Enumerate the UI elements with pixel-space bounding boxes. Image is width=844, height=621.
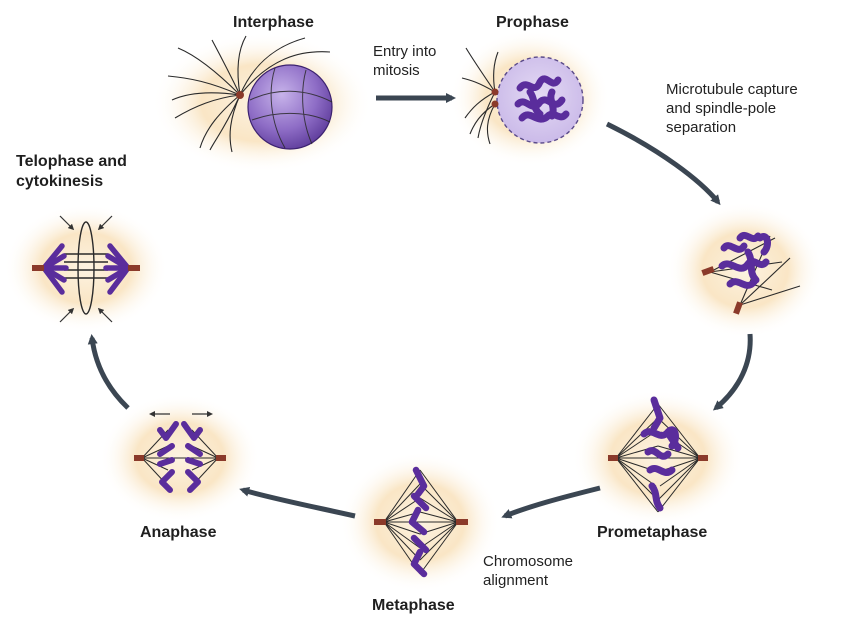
arrow-prometaphase-to-metaphase xyxy=(505,488,600,516)
arrow-capture-to-prometaphase xyxy=(716,334,750,408)
label-capture-line2: and spindle-pole xyxy=(666,99,776,118)
label-capture-line3: separation xyxy=(666,118,736,137)
label-entry-line1: Entry into xyxy=(373,42,436,61)
label-prophase: Prophase xyxy=(496,13,569,32)
label-metaphase: Metaphase xyxy=(372,596,455,615)
label-entry-line2: mitosis xyxy=(373,61,420,80)
label-prometaphase: Prometaphase xyxy=(597,523,707,542)
telophase-glow xyxy=(4,204,168,332)
label-capture-line1: Microtubule capture xyxy=(666,80,798,99)
label-alignment-line2: alignment xyxy=(483,571,548,590)
label-telophase-line2: cytokinesis xyxy=(16,172,103,191)
label-anaphase: Anaphase xyxy=(140,523,216,542)
label-telophase-line1: Telophase and xyxy=(16,152,127,171)
label-interphase: Interphase xyxy=(233,13,314,32)
label-alignment-line1: Chromosome xyxy=(483,552,573,571)
arrow-metaphase-to-anaphase xyxy=(243,490,355,516)
arrow-anaphase-to-telophase xyxy=(92,338,128,408)
